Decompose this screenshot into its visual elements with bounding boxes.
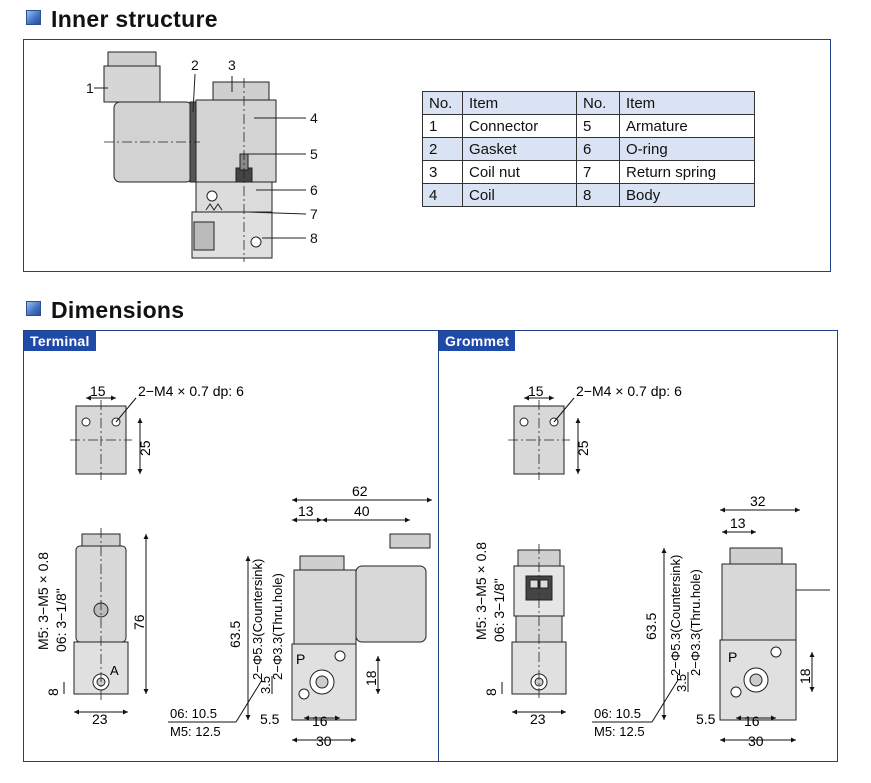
callout-2: 2: [191, 57, 199, 73]
table-cell: 4: [422, 183, 463, 207]
dim-13-terminal: 13: [298, 503, 314, 519]
dim-18-grommet: 18: [797, 668, 813, 684]
table-cell: 1: [422, 114, 463, 138]
dim-15-terminal: 15: [90, 383, 106, 399]
dim-55-grommet: 5.5: [696, 711, 716, 727]
port-P-terminal: P: [296, 651, 305, 667]
dim-32-grommet: 32: [750, 493, 766, 509]
table-cell: Return spring: [619, 160, 755, 184]
table-header-cell: No.: [576, 91, 620, 115]
callout-6: 6: [310, 182, 318, 198]
dim-23-terminal: 23: [92, 711, 108, 727]
dim-40-terminal: 40: [354, 503, 370, 519]
thruhole-label-grommet: 2−Φ3.3(Thru.hole): [688, 569, 703, 676]
grommet-front-dims: [592, 507, 815, 743]
dim-35-terminal: 3.5: [258, 676, 273, 694]
dim-8-grommet: 8: [483, 688, 499, 696]
section-bullet-icon: [26, 301, 41, 316]
grommet-tag: Grommet: [439, 331, 516, 351]
port-P-grommet: P: [728, 649, 737, 665]
table-header-cell: No.: [422, 91, 463, 115]
callout-4: 4: [310, 110, 318, 126]
grommet-top-view: [508, 395, 581, 480]
inner-structure-frame: [23, 39, 831, 272]
parts-table: No. Item No. Item 1 Connector 5 Armature…: [422, 91, 755, 207]
port-label-terminal: M5: 3−M5 × 0.8: [35, 552, 51, 650]
countersink-label-grommet: 2−Φ5.3(Countersink): [668, 555, 683, 676]
callout-3: 3: [228, 57, 236, 73]
port-label2-grommet: 06: 3−1/8": [491, 578, 507, 642]
table-header-cell: Item: [619, 91, 755, 115]
table-header-cell: Item: [462, 91, 577, 115]
section-bullet-icon: [26, 10, 41, 25]
dimensions-title-text: Dimensions: [51, 297, 185, 323]
note-06-terminal: 06: 10.5: [170, 706, 217, 721]
callout-leaders: [94, 73, 307, 239]
dim-8-terminal: 8: [45, 688, 61, 696]
dim-635-grommet: 63.5: [643, 613, 659, 640]
countersink-label-terminal: 2−Φ5.3(Countersink): [250, 559, 265, 680]
note-m5-grommet: M5: 12.5: [594, 724, 645, 739]
table-cell: 7: [576, 160, 620, 184]
grommet-front-view: [719, 547, 830, 721]
inner-structure-title-text: Inner structure: [51, 6, 218, 32]
table-header-row: No. Item No. Item: [422, 91, 755, 115]
table-cell: 8: [576, 183, 620, 207]
table-row: 4 Coil 8 Body: [422, 183, 755, 207]
dim-76-terminal: 76: [131, 614, 147, 630]
center-lines: [104, 78, 245, 262]
inner-valve-drawing: [103, 51, 277, 259]
terminal-tag: Terminal: [24, 331, 96, 351]
terminal-top-view: [70, 395, 143, 480]
thruhole-label-terminal: 2−Φ3.3(Thru.hole): [270, 573, 285, 680]
dim-16-grommet: 16: [744, 713, 760, 729]
callout-1: 1: [86, 80, 94, 96]
table-cell: Armature: [619, 114, 755, 138]
dim-18-terminal: 18: [363, 670, 379, 686]
table-row: 1 Connector 5 Armature: [422, 114, 755, 138]
port-label-grommet: M5: 3−M5 × 0.8: [473, 542, 489, 640]
port-label2-terminal: 06: 3−1/8": [53, 588, 69, 652]
dim-35-grommet: 3.5: [674, 674, 689, 692]
callout-7: 7: [310, 206, 318, 222]
terminal-front-view: [291, 533, 431, 721]
port-A-terminal: A: [110, 663, 119, 678]
note-06-grommet: 06: 10.5: [594, 706, 641, 721]
table-cell: Connector: [462, 114, 577, 138]
note-m5-terminal: M5: 12.5: [170, 724, 221, 739]
dim-635-terminal: 63.5: [227, 621, 243, 648]
inner-structure-title: Inner structure: [26, 6, 218, 33]
table-row: 3 Coil nut 7 Return spring: [422, 160, 755, 184]
dim-15-grommet: 15: [528, 383, 544, 399]
dim-25-terminal: 25: [137, 440, 153, 456]
terminal-front-dims: [168, 497, 432, 743]
dim-16-terminal: 16: [312, 713, 328, 729]
dim-13-grommet: 13: [730, 515, 746, 531]
thread-label-grommet: 2−M4 × 0.7 dp: 6: [576, 383, 682, 399]
callout-numbers: 1 2 3 4 5 6 7 8: [86, 57, 318, 246]
dim-62-terminal: 62: [352, 483, 368, 499]
callout-8: 8: [310, 230, 318, 246]
thread-label-terminal: 2−M4 × 0.7 dp: 6: [138, 383, 244, 399]
table-cell: Body: [619, 183, 755, 207]
grommet-frame: [438, 330, 838, 762]
table-cell: 6: [576, 137, 620, 161]
table-cell: O-ring: [619, 137, 755, 161]
dim-55-terminal: 5.5: [260, 711, 280, 727]
dimensions-title: Dimensions: [26, 297, 184, 324]
dim-30-terminal: 30: [316, 733, 332, 749]
dim-23-grommet: 23: [530, 711, 546, 727]
dim-30-grommet: 30: [748, 733, 764, 749]
dim-25-grommet: 25: [575, 440, 591, 456]
callout-5: 5: [310, 146, 318, 162]
